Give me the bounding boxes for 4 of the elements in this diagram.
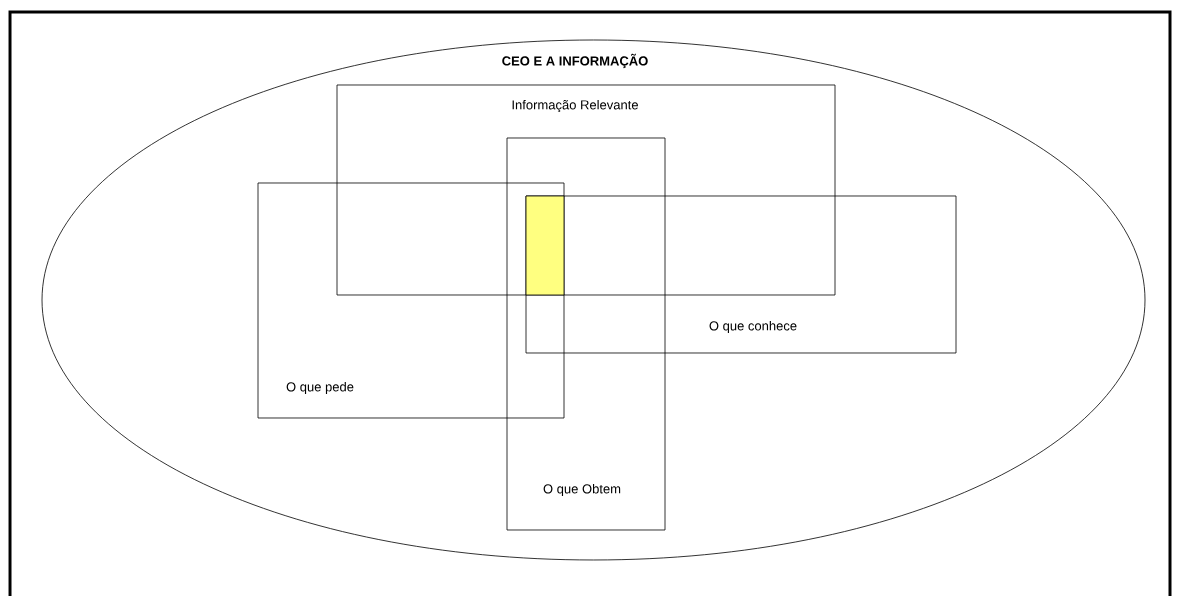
box: [525, 195, 565, 296]
box: O que Obtem: [506, 137, 666, 531]
box: Informação Relevante: [336, 84, 836, 296]
box: O que pede: [257, 182, 565, 419]
